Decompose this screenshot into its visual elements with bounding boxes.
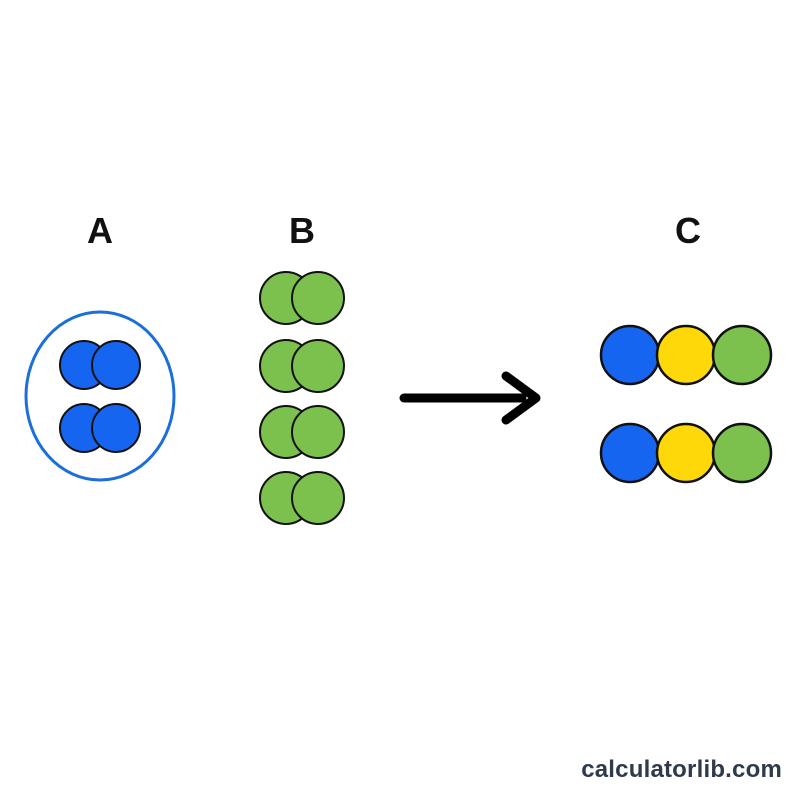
- green-atom: [711, 324, 773, 386]
- green-atom: [291, 271, 345, 325]
- label-c: C: [675, 210, 701, 251]
- blue-atom: [599, 422, 661, 484]
- blue-atom: [91, 403, 141, 453]
- yellow-atom: [655, 422, 717, 484]
- molecule-c-2: [599, 422, 773, 484]
- yellow-atom: [655, 324, 717, 386]
- green-atom: [291, 405, 345, 459]
- arrow-head: [501, 371, 541, 425]
- reaction-arrow: [399, 371, 541, 425]
- label-a: A: [87, 210, 113, 251]
- watermark-text: calculatorlib.com: [581, 756, 782, 783]
- molecule-a-1: [59, 340, 141, 390]
- molecule-b-4: [259, 471, 345, 525]
- blue-atom: [599, 324, 661, 386]
- green-atom: [291, 471, 345, 525]
- group-a-molecules: [59, 340, 141, 453]
- molecule-a-2: [59, 403, 141, 453]
- molecule-b-2: [259, 339, 345, 393]
- molecule-b-3: [259, 405, 345, 459]
- group-c-molecules: [599, 324, 773, 484]
- label-b: B: [289, 210, 315, 251]
- green-atom: [711, 422, 773, 484]
- group-b-molecules: [259, 271, 345, 525]
- molecule-c-1: [599, 324, 773, 386]
- molecule-b-1: [259, 271, 345, 325]
- blue-atom: [91, 340, 141, 390]
- green-atom: [291, 339, 345, 393]
- container-ellipse-a: [24, 310, 176, 482]
